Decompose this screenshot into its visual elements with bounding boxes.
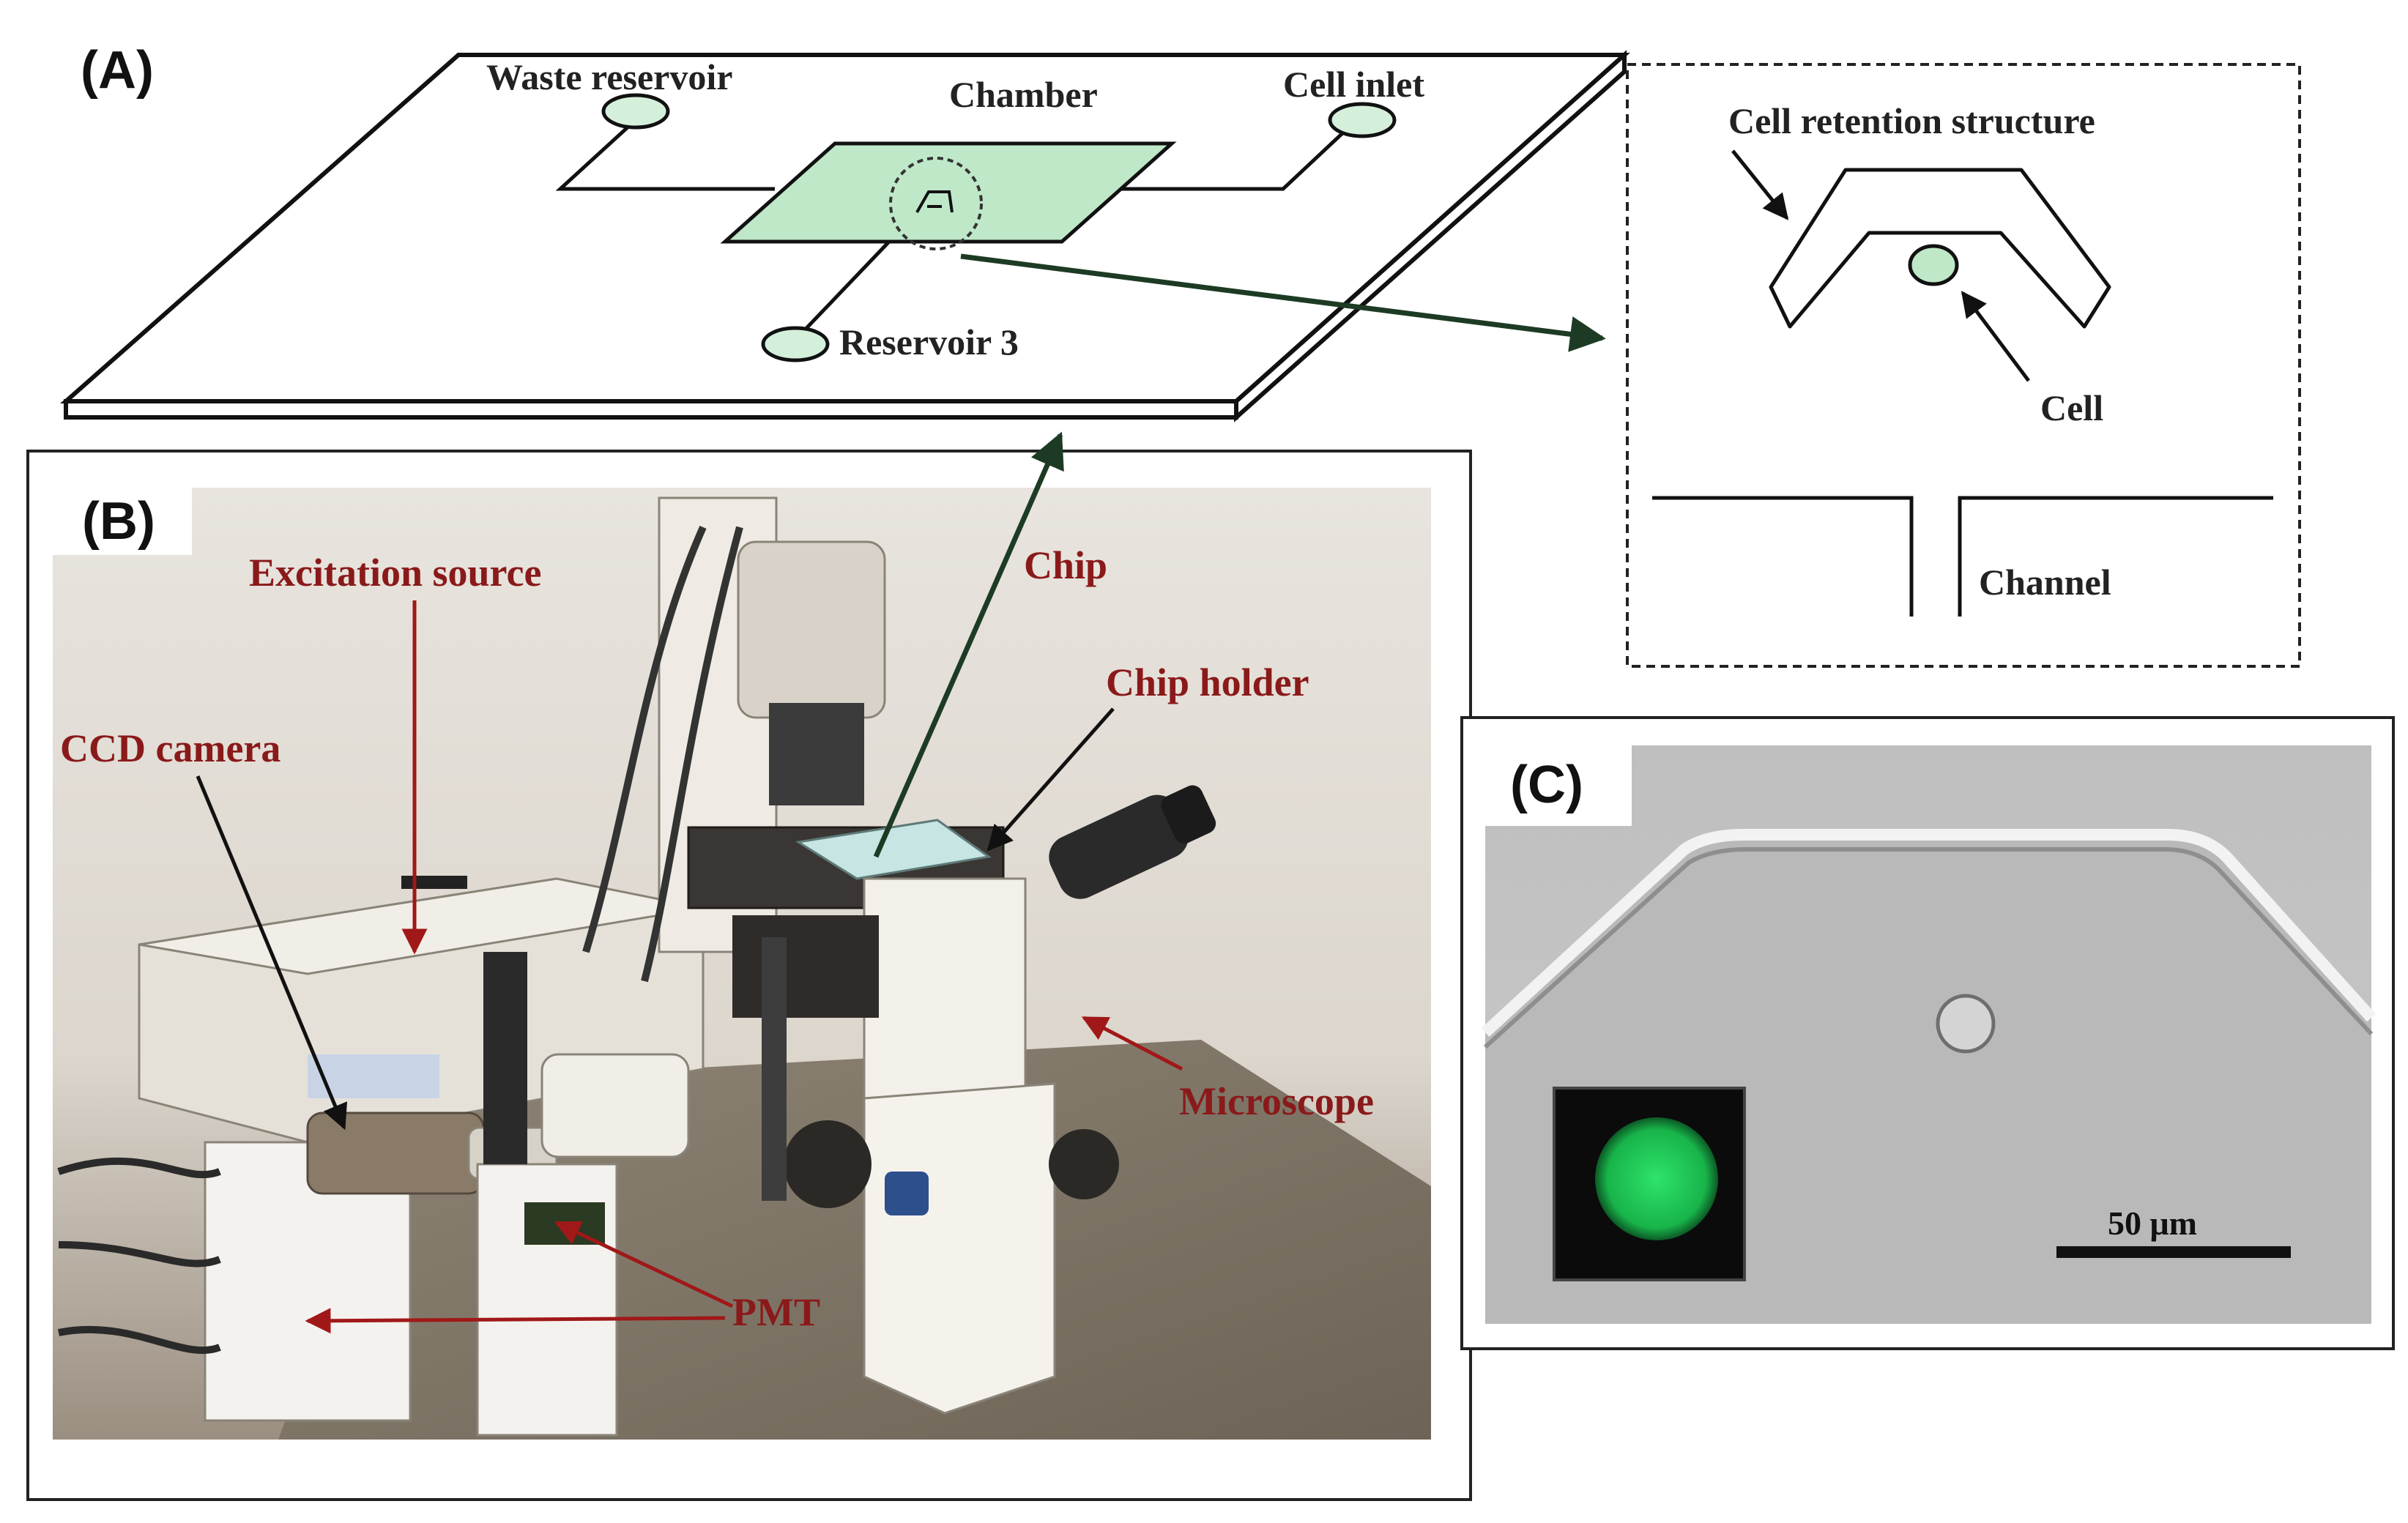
- excitation-source-unit: [138, 876, 705, 1144]
- scale-bar-label: 50 μm: [2108, 1204, 2197, 1242]
- microscope-pointer: [1081, 1016, 1183, 1071]
- inset-cell: [1908, 244, 1959, 286]
- label-excitation-source: Excitation source: [249, 551, 541, 595]
- inset-channel: [1652, 496, 2273, 617]
- label-microscope: Microscope: [1179, 1079, 1374, 1123]
- label-chip: Chip: [1024, 543, 1107, 587]
- label-channel: Channel: [1979, 562, 2111, 603]
- panel-b-letter-bg: [53, 474, 192, 555]
- label-cell-retention-structure: Cell retention structure: [1728, 100, 2095, 141]
- panel-b: (B) Excitation source Chip Chip holder C…: [26, 431, 1472, 1501]
- panel-c-letter: (C): [1510, 756, 1583, 814]
- panel-a: (A) Waste reservoir Chamber Cell inlet R…: [60, 41, 1630, 422]
- cell-pointer: [1961, 291, 2030, 382]
- label-chip-holder: Chip holder: [1106, 660, 1309, 704]
- vertical-tube: [483, 952, 527, 1164]
- chip-pointer: [873, 431, 1064, 858]
- panel-b-letter: (B): [82, 492, 155, 551]
- label-cell: Cell: [2040, 387, 2103, 428]
- panel-c-letter-bg: [1485, 745, 1632, 826]
- cables-lower: [57, 1158, 221, 1355]
- ccd-pointer: [196, 775, 348, 1131]
- pmt-pointer-2: [305, 1308, 726, 1334]
- pmt-pointer-1: [554, 1221, 734, 1308]
- label-chamber: Chamber: [949, 74, 1098, 115]
- label-ccd-camera: CCD camera: [60, 726, 280, 770]
- micrograph-cell: [1936, 994, 1996, 1054]
- cell-inlet: [1328, 102, 1397, 138]
- ccd-camera-unit: [204, 1111, 558, 1422]
- cables: [582, 525, 743, 983]
- label-cell-inlet: Cell inlet: [1283, 64, 1424, 105]
- waste-reservoir: [601, 93, 670, 130]
- retention-edge-highlight: [1481, 829, 2376, 1037]
- microscope-unit: [658, 496, 1216, 1415]
- panel-a-letter: (A): [81, 41, 154, 100]
- retention-structure: [1769, 168, 2111, 329]
- chamber-zoom-circle: [889, 157, 983, 250]
- retention-pointer: [1731, 149, 1789, 220]
- retention-edge-shadow: [1483, 847, 2374, 1049]
- label-waste-reservoir: Waste reservoir: [486, 56, 732, 97]
- reservoir-3: [761, 326, 830, 362]
- inset-frame: [1626, 63, 2301, 668]
- chip-holder-pointer: [986, 707, 1115, 852]
- inset-retention: Cell retention structure Cell Channel: [1626, 63, 2301, 668]
- label-pmt: PMT: [732, 1290, 820, 1334]
- retention-mini: [915, 190, 954, 213]
- chip-channels: [555, 117, 1355, 341]
- fluorescent-cell: [1595, 1117, 1718, 1240]
- panel-c: 50 μm (C): [1460, 716, 2395, 1350]
- label-reservoir-3: Reservoir 3: [839, 321, 1019, 362]
- pmt-unit: [476, 1053, 690, 1437]
- zoom-arrow: [960, 253, 1606, 352]
